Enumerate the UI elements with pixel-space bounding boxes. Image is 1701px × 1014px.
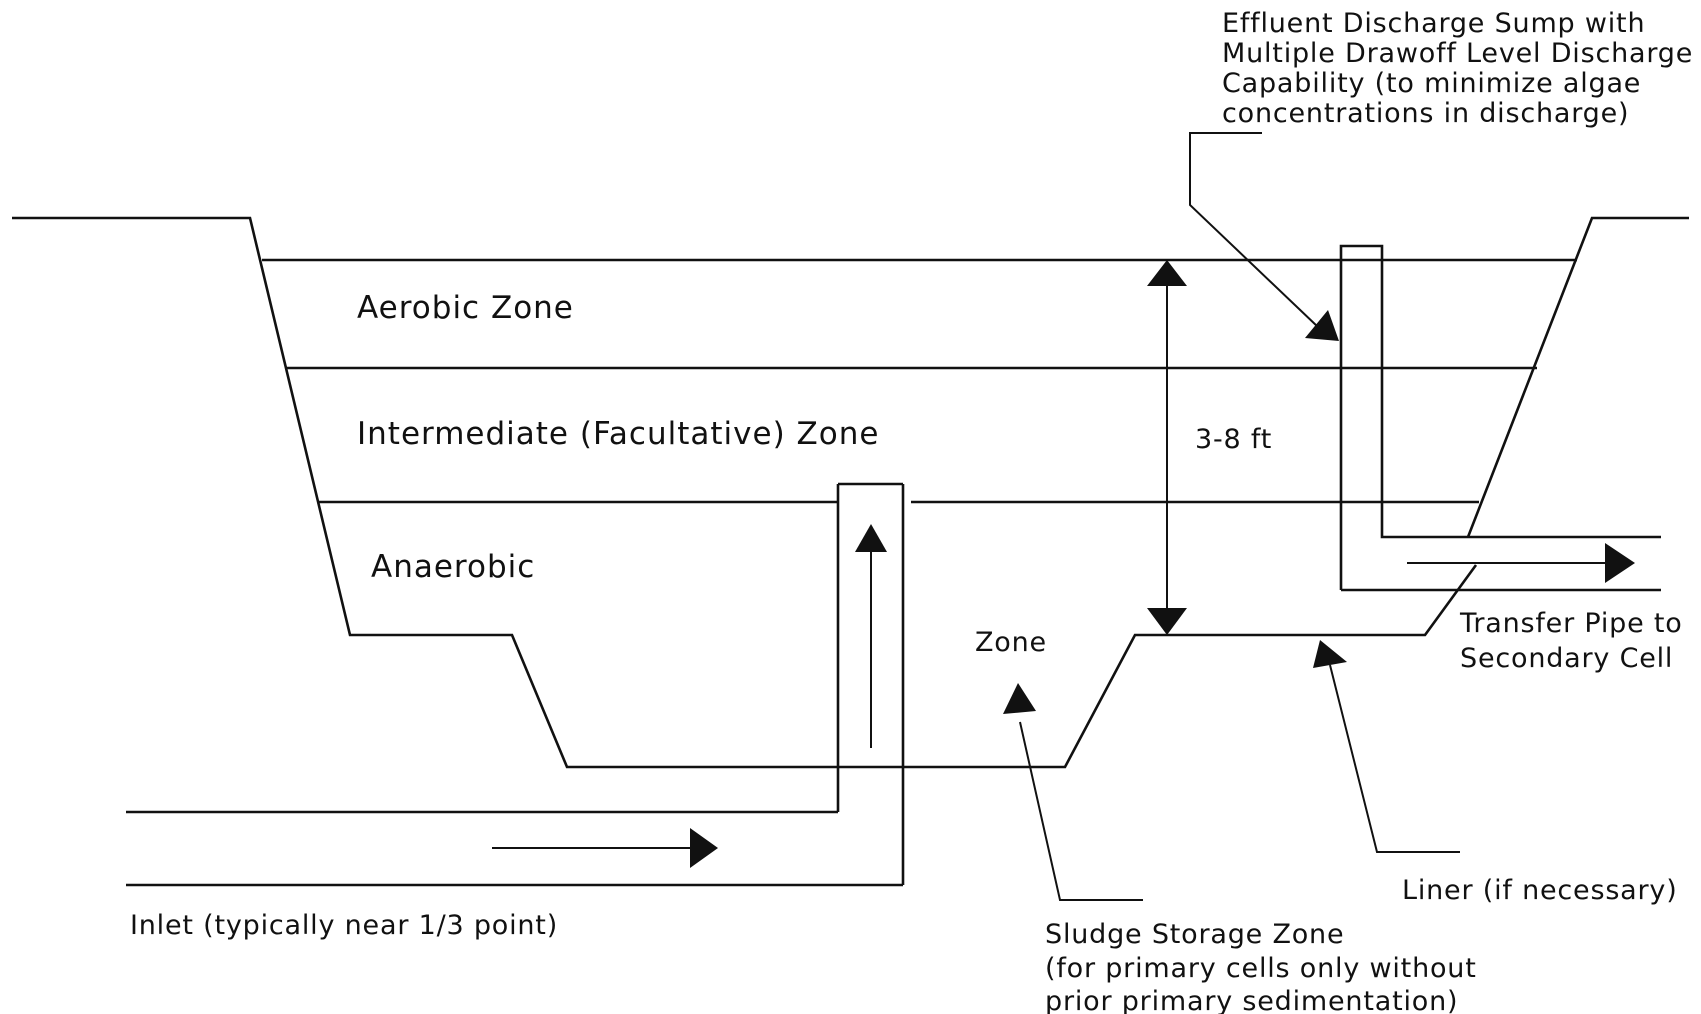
sludge-storage-callout: Sludge Storage Zone (for primary cells o…: [1045, 919, 1477, 1014]
liner-leader-arrow-icon: [1313, 640, 1460, 853]
depth-dimension-arrow-icon: [1147, 260, 1187, 635]
sludge-callout-line: Sludge Storage Zone: [1045, 919, 1344, 950]
sludge-callout-line: (for primary cells only without: [1045, 953, 1477, 984]
effluent-callout-line: Multiple Drawoff Level Discharge: [1222, 38, 1693, 69]
inlet-callout: Inlet (typically near 1/3 point): [130, 910, 558, 941]
transfer-flow-arrow-icon: [1407, 543, 1635, 583]
transfer-pipe-callout: Transfer Pipe to Secondary Cell: [1459, 608, 1683, 674]
inlet-flow-arrow-icon: [492, 828, 718, 868]
effluent-discharge-sump: [1339, 244, 1661, 592]
transfer-callout-line: Transfer Pipe to: [1459, 608, 1683, 639]
anaerobic-zone-continuation-label: Zone: [975, 627, 1047, 658]
liner-callout: Liner (if necessary): [1402, 875, 1678, 906]
effluent-callout-line: Effluent Discharge Sump with: [1222, 8, 1645, 39]
sludge-leader-arrow-icon: [1003, 683, 1143, 901]
effluent-leader-arrow-icon: [1189, 132, 1339, 341]
sludge-callout-line: prior primary sedimentation): [1045, 986, 1458, 1014]
effluent-callout-line: concentrations in discharge): [1222, 98, 1629, 129]
riser-flow-arrow-icon: [855, 524, 887, 748]
inlet-pipe: [126, 482, 905, 887]
intermediate-zone-label: Intermediate (Facultative) Zone: [357, 416, 879, 452]
transfer-callout-line: Secondary Cell: [1460, 643, 1673, 674]
aerobic-zone-label: Aerobic Zone: [357, 290, 574, 326]
effluent-callout: Effluent Discharge Sump with Multiple Dr…: [1222, 8, 1693, 129]
effluent-callout-line: Capability (to minimize algae: [1222, 68, 1641, 99]
pond-embankment-outline: [12, 216, 1478, 769]
depth-label: 3-8 ft: [1195, 424, 1272, 455]
anaerobic-label: Anaerobic: [371, 549, 535, 585]
right-embankment-outline: [1466, 216, 1689, 538]
